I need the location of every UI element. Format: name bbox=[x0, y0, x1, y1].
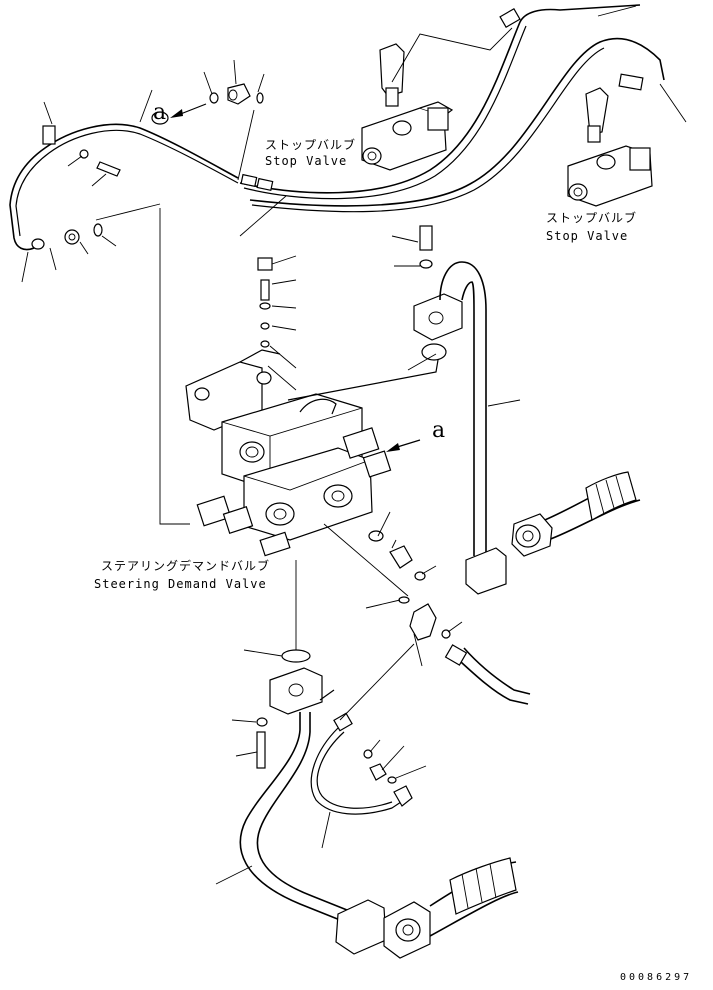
mid-fittings bbox=[368, 530, 531, 705]
stop-valve-1-label-jp: ストップバルブ bbox=[265, 138, 357, 152]
small-hose bbox=[310, 712, 413, 815]
hose-sleeve bbox=[240, 173, 258, 188]
tube-fitting-left bbox=[31, 238, 45, 250]
stop-valve-2 bbox=[567, 87, 653, 207]
bottom-pipe bbox=[239, 649, 387, 955]
tube-collar bbox=[151, 111, 169, 125]
arrow-a-upper bbox=[170, 109, 183, 118]
stop-valve-1 bbox=[361, 43, 454, 171]
valve-top-fittings bbox=[257, 257, 273, 348]
stop-valve-2-label-en: Stop Valve bbox=[546, 229, 629, 243]
drawing-number: 00086297 bbox=[620, 972, 693, 983]
right-pipe bbox=[287, 225, 507, 595]
elbow-fitting bbox=[170, 83, 264, 118]
stop-valve-hoses bbox=[239, 4, 665, 213]
reference-a-upper: a bbox=[153, 100, 167, 125]
stop-valve-1-label-en: Stop Valve bbox=[265, 154, 348, 168]
o-ring-left bbox=[93, 223, 103, 237]
reference-a-lower: a bbox=[432, 418, 446, 443]
steering-demand-valve bbox=[185, 349, 392, 557]
arrow-a-lower bbox=[386, 443, 400, 452]
o-ring-bottom bbox=[281, 649, 311, 663]
hose-fitting-right bbox=[618, 73, 644, 91]
hose-fitting-top bbox=[499, 7, 521, 29]
leader-lines bbox=[21, 5, 687, 885]
o-ring-flange bbox=[421, 343, 447, 361]
steering-valve-label-jp: ステアリングデマンドバルブ bbox=[101, 559, 271, 573]
upper-left-tube bbox=[9, 111, 239, 251]
stop-valve-2-label-jp: ストップバルブ bbox=[546, 211, 638, 225]
tube-clamp bbox=[42, 125, 56, 145]
connector-left bbox=[64, 229, 80, 245]
right-flexible-hose bbox=[511, 471, 641, 557]
bolt-left bbox=[96, 161, 121, 177]
bottom-flexible-hose bbox=[383, 857, 519, 959]
steering-valve-label-en: Steering Demand Valve bbox=[94, 577, 267, 591]
